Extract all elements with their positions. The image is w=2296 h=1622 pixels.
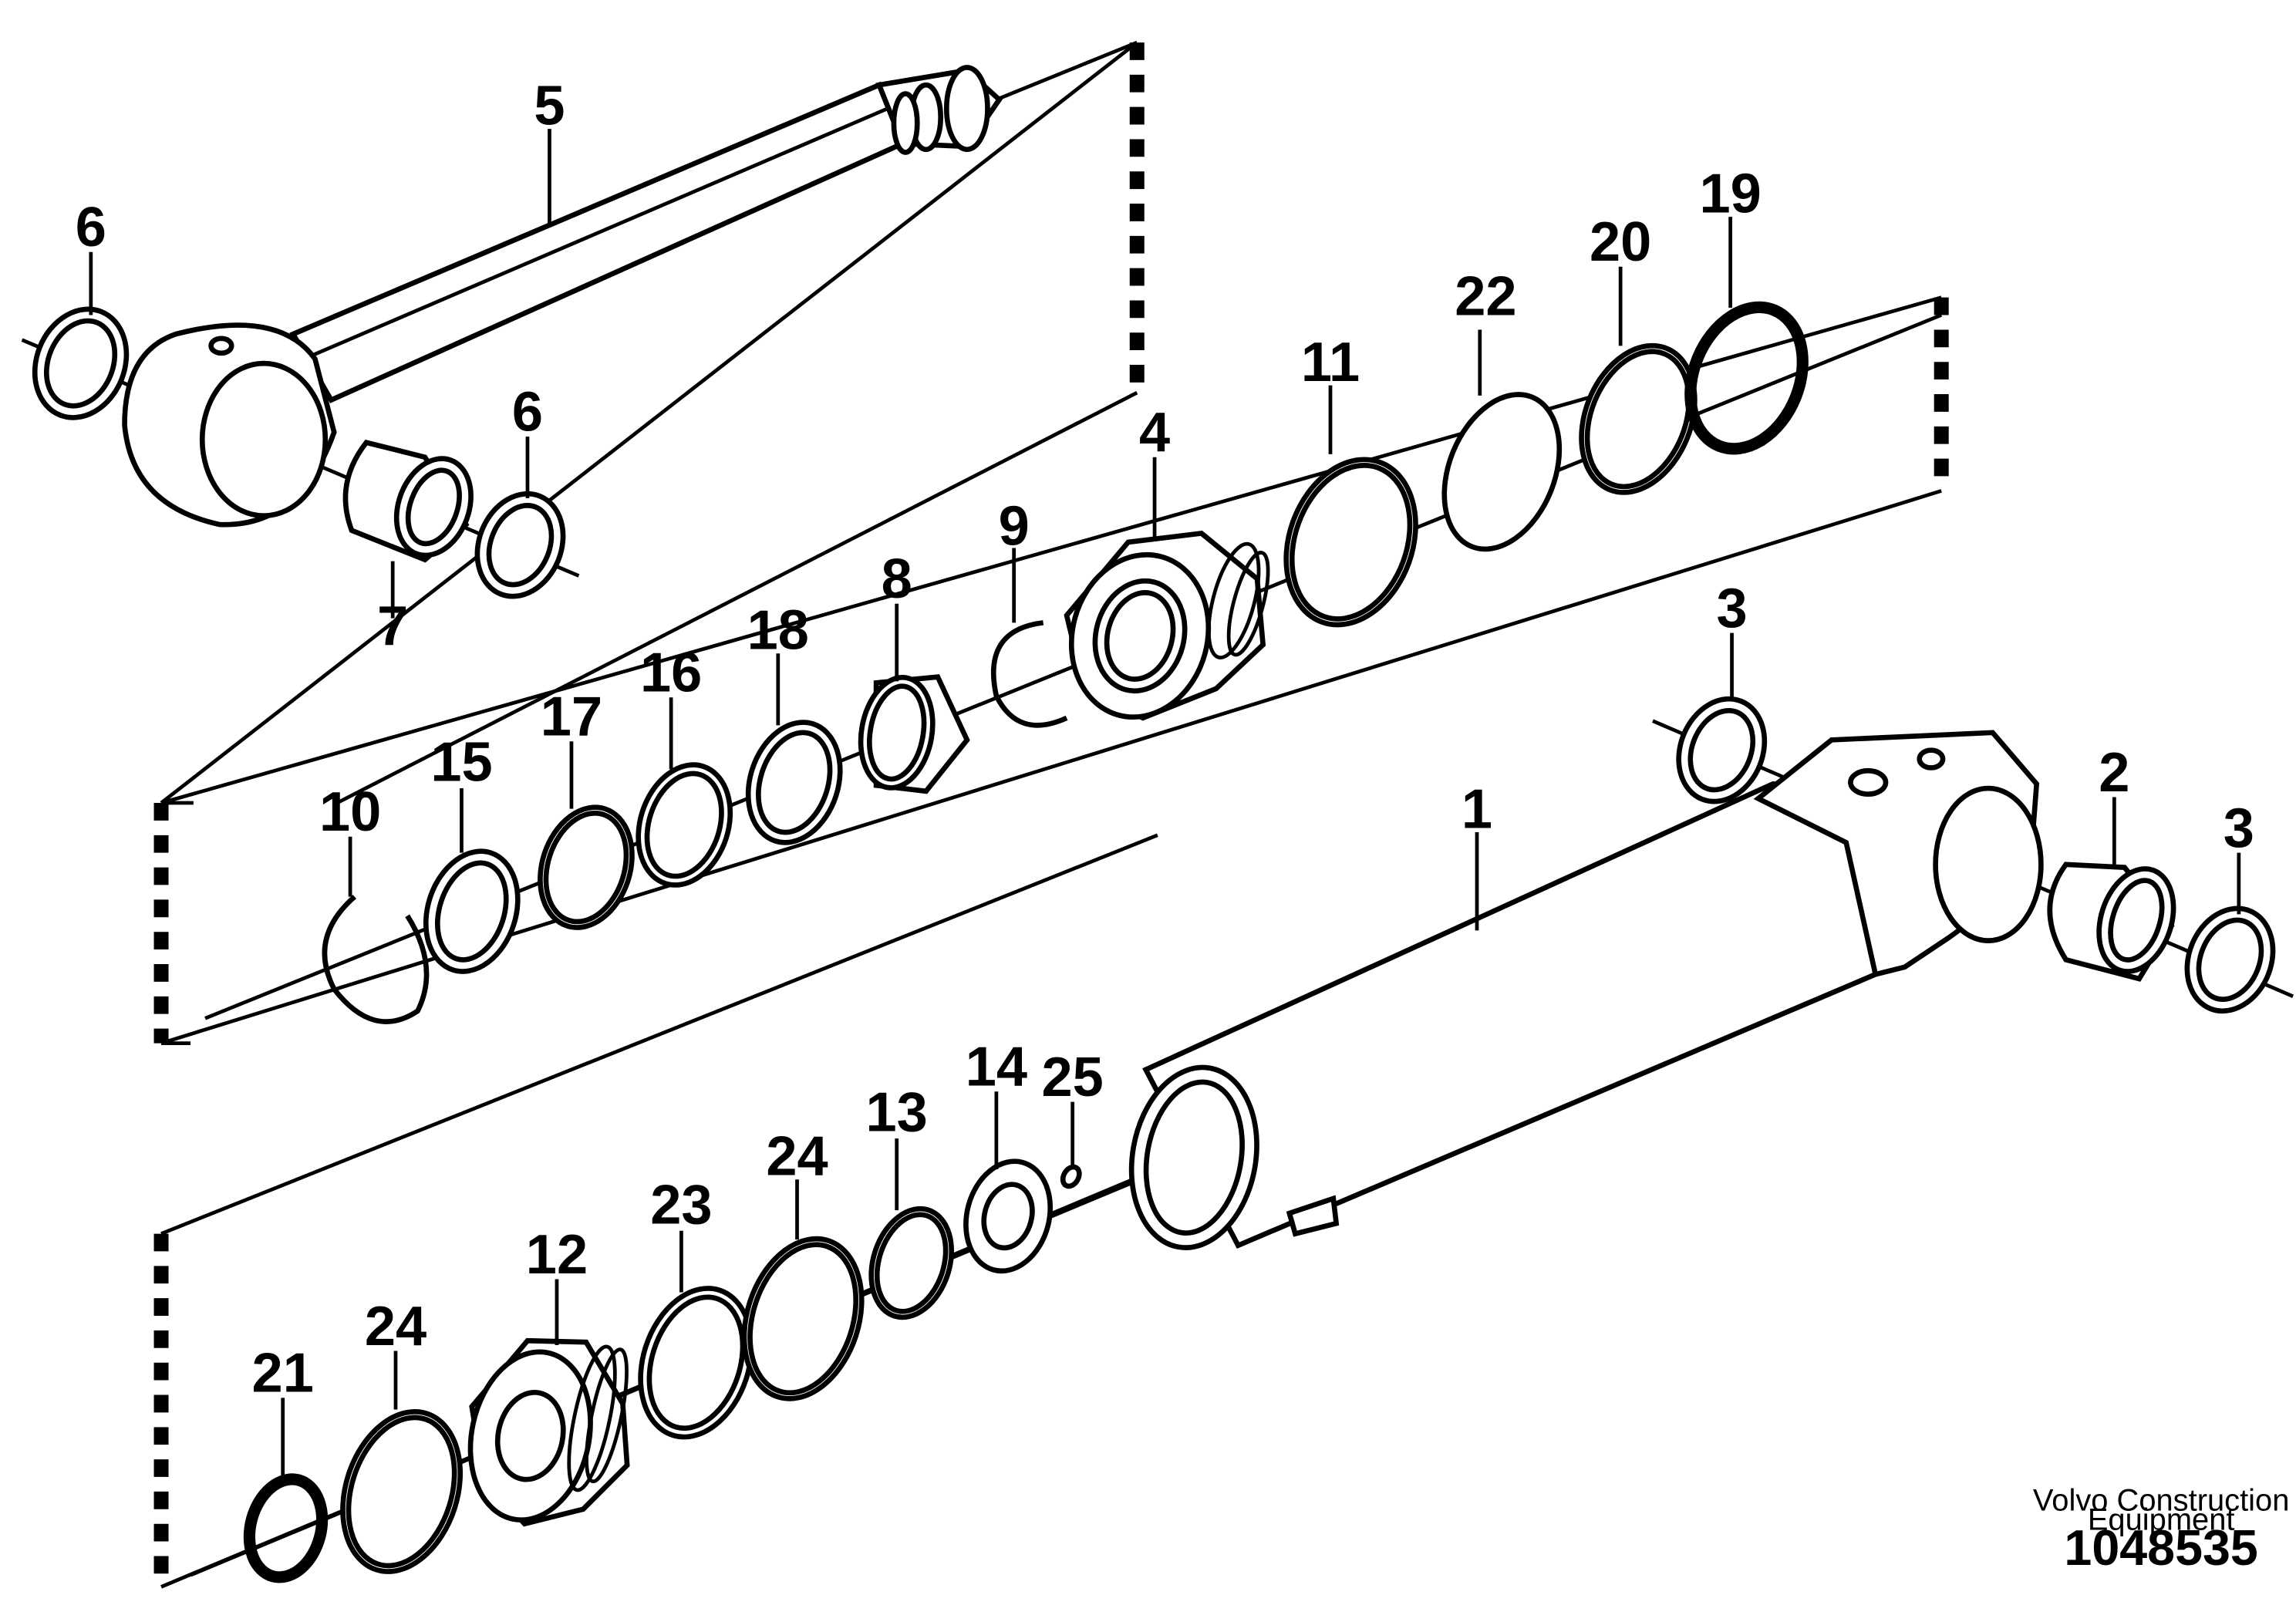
label-14: 14: [966, 1037, 1027, 1098]
label-3-lower: 3: [2224, 798, 2254, 859]
cylinder-barrel: [1128, 730, 2044, 1250]
bushing-7: [342, 439, 474, 563]
rod-shaft-axis: [995, 40, 1138, 102]
cylinder-head-4: [1064, 531, 1270, 721]
retaining-ring-10: [322, 895, 430, 1024]
seal-6-left: [32, 306, 130, 420]
seal-3-upper: [1676, 696, 1768, 804]
bearing-8: [858, 674, 970, 794]
snap-ring-9: [991, 620, 1068, 728]
seal-18: [745, 720, 843, 845]
label-17: 17: [541, 686, 602, 748]
label-12: 12: [526, 1224, 588, 1286]
label-5: 5: [534, 75, 565, 137]
ring-24-upper: [741, 1236, 865, 1401]
o-ring-11: [1283, 457, 1418, 628]
label-19: 19: [1700, 163, 1762, 224]
label-13: 13: [866, 1082, 928, 1144]
label-25: 25: [1042, 1047, 1104, 1108]
label-16: 16: [640, 642, 702, 704]
nut-14: [963, 1158, 1054, 1274]
label-11: 11: [1301, 332, 1360, 393]
seal-6-right: [474, 491, 566, 599]
label-1: 1: [1462, 778, 1492, 840]
label-22: 22: [1455, 265, 1516, 327]
ring-24-lower: [340, 1408, 464, 1574]
label-15: 15: [430, 732, 492, 794]
wiper-15: [423, 848, 521, 974]
bushing-2: [2047, 862, 2176, 982]
washer-13: [868, 1206, 955, 1320]
seal-16: [636, 762, 733, 888]
document-number: 1048535: [2064, 1520, 2257, 1576]
label-4: 4: [1139, 402, 1170, 464]
label-21: 21: [252, 1343, 314, 1404]
piston-rod: [122, 65, 1003, 528]
label-2: 2: [2099, 742, 2129, 804]
label-9: 9: [999, 496, 1030, 558]
label-3-upper: 3: [1716, 578, 1747, 639]
ring-23: [638, 1286, 754, 1440]
label-24-upper: 24: [766, 1126, 828, 1188]
leader-lines: [89, 129, 2241, 1480]
brand-line-2: Equipment: [2088, 1502, 2235, 1536]
piston-12: [467, 1337, 630, 1527]
label-6-right: 6: [512, 382, 543, 443]
o-ring-19: [1684, 301, 1809, 455]
label-7: 7: [377, 595, 408, 657]
ring-22: [1441, 392, 1563, 552]
brand-line-1: Volvo Construction: [2033, 1484, 2289, 1518]
label-8: 8: [882, 548, 912, 610]
o-ring-21: [243, 1473, 329, 1583]
label-24-lower: 24: [365, 1296, 426, 1357]
seal-3-lower: [2184, 905, 2276, 1014]
set-screw-25: [1060, 1164, 1082, 1189]
ring-20: [1579, 342, 1698, 495]
label-23: 23: [650, 1174, 712, 1236]
label-20: 20: [1590, 211, 1651, 273]
label-6-left: 6: [76, 197, 106, 258]
label-10: 10: [319, 781, 381, 843]
label-18: 18: [747, 600, 809, 662]
ring-17: [538, 804, 635, 930]
